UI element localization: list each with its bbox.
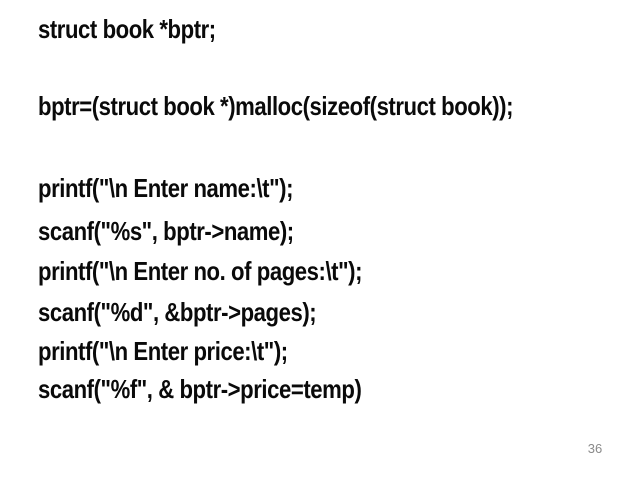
- code-line-malloc: bptr=(struct book *)malloc(sizeof(struct…: [38, 91, 514, 121]
- slide-page-number: 36: [587, 441, 603, 456]
- code-line-printf-pages: printf("\n Enter no. of pages:\t");: [38, 256, 363, 286]
- code-line-struct-declaration: struct book *bptr;: [38, 14, 216, 44]
- code-line-scanf-name: scanf("%s", bptr->name);: [38, 216, 294, 246]
- code-line-printf-price: printf("\n Enter price:\t");: [38, 336, 288, 366]
- code-line-scanf-pages: scanf("%d", &bptr->pages);: [38, 297, 317, 327]
- code-line-scanf-price: scanf("%f", & bptr->price=temp): [38, 374, 362, 404]
- code-line-printf-name: printf("\n Enter name:\t");: [38, 173, 294, 203]
